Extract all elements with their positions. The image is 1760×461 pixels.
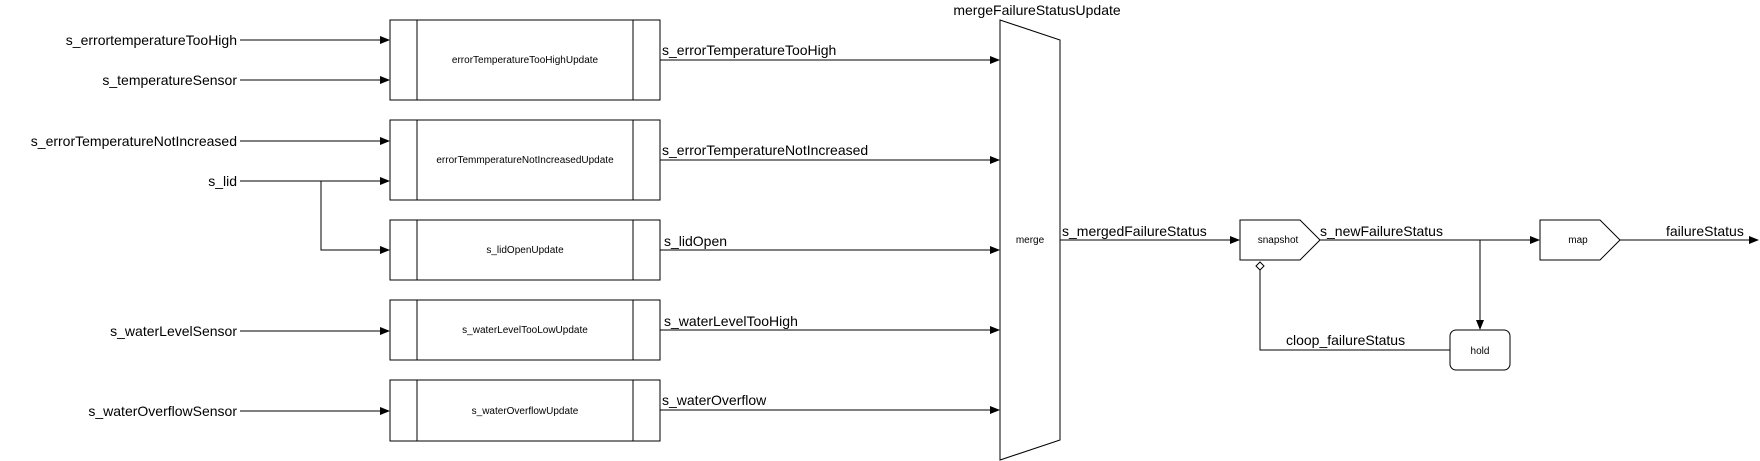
block-label-error-temp-too-high: errorTemperatureTooHighUpdate: [452, 55, 599, 66]
output-label-lid-open: s_lidOpen: [664, 233, 727, 249]
map-node: [1539, 219, 1621, 261]
snapshot-label: snapshot: [1258, 235, 1299, 246]
input-label-error-temp-too-high: s_errortemperatureTooHigh: [66, 32, 237, 48]
block-lid-open: s_lidOpenUpdate: [389, 219, 661, 281]
map-label: map: [1568, 235, 1588, 246]
input-label-water-overflow-sensor: s_waterOverflowSensor: [88, 403, 237, 419]
hold-label: hold: [1471, 346, 1490, 357]
merge-node: [999, 19, 1061, 461]
snapshot-node: [1239, 219, 1321, 261]
input-label-error-temp-not-increased: s_errorTemperatureNotIncreased: [31, 133, 237, 149]
output-label-water-level: s_waterLevelTooHigh: [664, 313, 798, 329]
block-label-lid-open: s_lidOpenUpdate: [486, 245, 564, 256]
block-water-overflow: s_waterOverflowUpdate: [389, 379, 661, 442]
block-label-water-overflow: s_waterOverflowUpdate: [472, 406, 579, 417]
block-water-level: s_waterLevelTooLowUpdate: [389, 299, 661, 361]
merged-failure-status-label: s_mergedFailureStatus: [1062, 223, 1207, 239]
edge-input-lid-branch: [320, 181, 390, 254]
output-label-water-overflow: s_waterOverflow: [662, 392, 767, 408]
block-error-temp-too-high: errorTemperatureTooHighUpdate: [389, 19, 661, 101]
merge-title: mergeFailureStatusUpdate: [953, 2, 1121, 18]
input-label-lid: s_lid: [208, 173, 237, 189]
output-label-error-temp-not-increased: s_errorTemperatureNotIncreased: [662, 142, 868, 158]
new-failure-status-label: s_newFailureStatus: [1320, 223, 1443, 239]
merge-label: merge: [1016, 235, 1045, 246]
output-label-error-temp-too-high: s_errorTemperatureTooHigh: [662, 42, 836, 58]
edge-cloop-failure-status: [1255, 261, 1450, 351]
block-error-temp-not-increased: errorTemmperatureNotIncreasedUpdate: [389, 119, 661, 201]
cloop-failure-status-label: cloop_failureStatus: [1286, 332, 1405, 348]
input-label-temperature-sensor: s_temperatureSensor: [102, 72, 237, 88]
block-label-error-temp-not-increased: errorTemmperatureNotIncreasedUpdate: [436, 155, 614, 166]
input-label-water-level-sensor: s_waterLevelSensor: [110, 323, 237, 339]
block-label-water-level: s_waterLevelTooLowUpdate: [462, 325, 588, 336]
failure-status-label: failureStatus: [1666, 223, 1744, 239]
